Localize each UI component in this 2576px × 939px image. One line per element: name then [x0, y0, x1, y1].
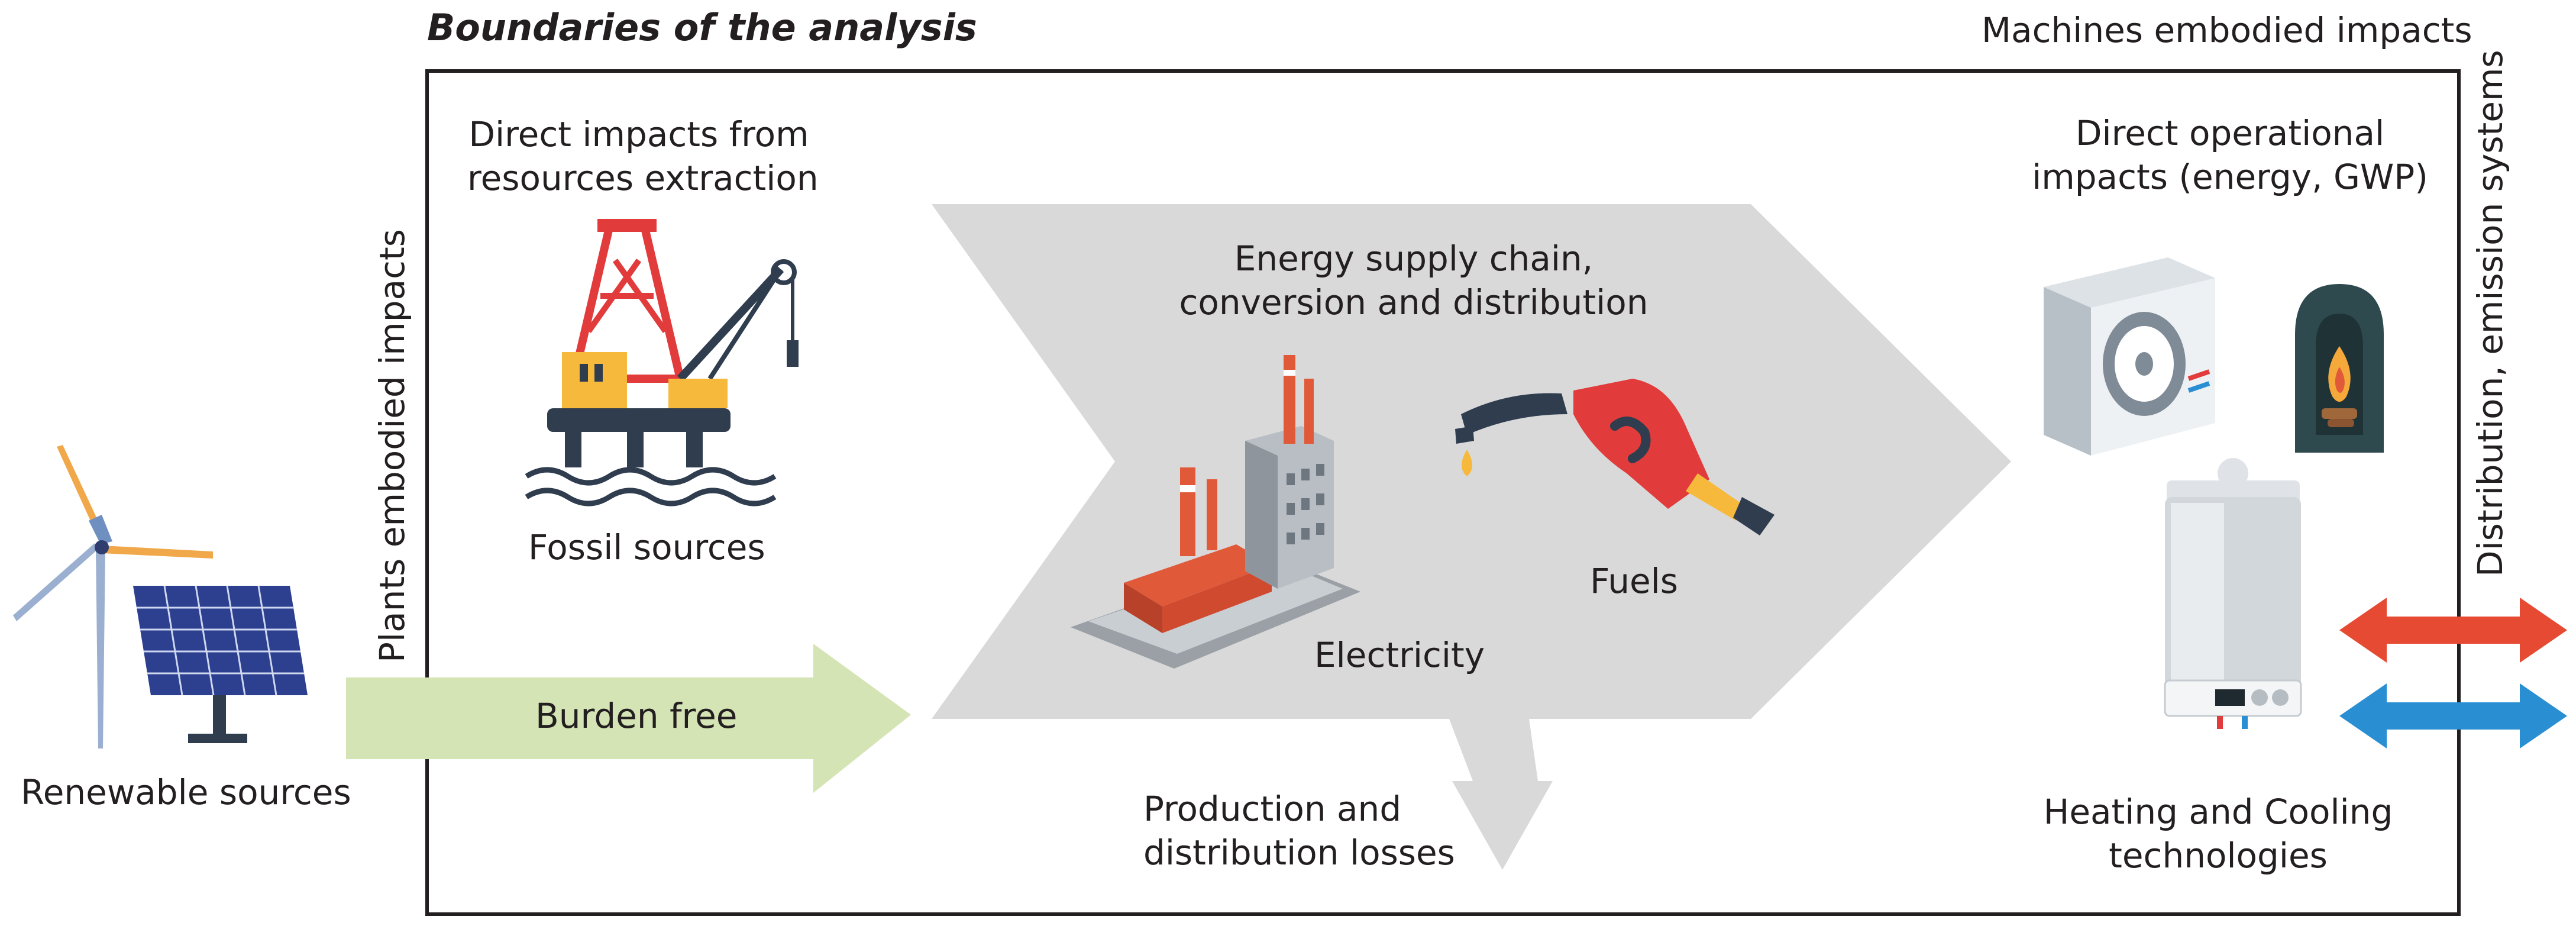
stove-icon — [2295, 284, 2384, 453]
analysis-title: Boundaries of the analysis — [427, 6, 977, 49]
oil-rig-icon — [525, 219, 799, 506]
power-plant-icon — [1071, 355, 1360, 669]
machines-embodied-label: Machines embodied impacts — [1982, 10, 2472, 50]
burden-free-arrow — [346, 644, 911, 793]
losses-label: Production and distribution losses — [1143, 789, 1455, 873]
analysis-boundary-box — [425, 69, 2461, 916]
fuel-nozzle-icon — [1455, 379, 1775, 535]
energy-supply-chain-label: Energy supply chain, conversion and dist… — [1179, 238, 1649, 322]
direct-extraction-label: Direct impacts from resources extraction — [467, 114, 819, 198]
fuels-label: Fuels — [1590, 561, 1678, 601]
cooling-double-arrow — [2339, 683, 2567, 748]
direct-operational-label: Direct operational impacts (energy, GWP) — [2032, 113, 2428, 197]
burden-free-label: Burden free — [535, 696, 738, 736]
heating-cooling-label: Heating and Cooling technologies — [2043, 792, 2393, 876]
electricity-label: Electricity — [1314, 635, 1485, 675]
wind-turbine-icon — [13, 445, 213, 748]
boiler-icon — [2164, 458, 2302, 729]
renewable-sources-label: Renewable sources — [21, 772, 351, 812]
plants-embodied-label: Plants embodied impacts — [372, 229, 412, 663]
energy-supply-chain-arrow — [932, 204, 2011, 870]
heating-double-arrow — [2339, 598, 2567, 663]
heat-pump-icon — [2044, 257, 2215, 456]
fossil-sources-label: Fossil sources — [528, 527, 765, 567]
solar-panel-icon — [133, 585, 308, 743]
distribution-emission-label: Distribution, emission systems — [2470, 50, 2510, 577]
